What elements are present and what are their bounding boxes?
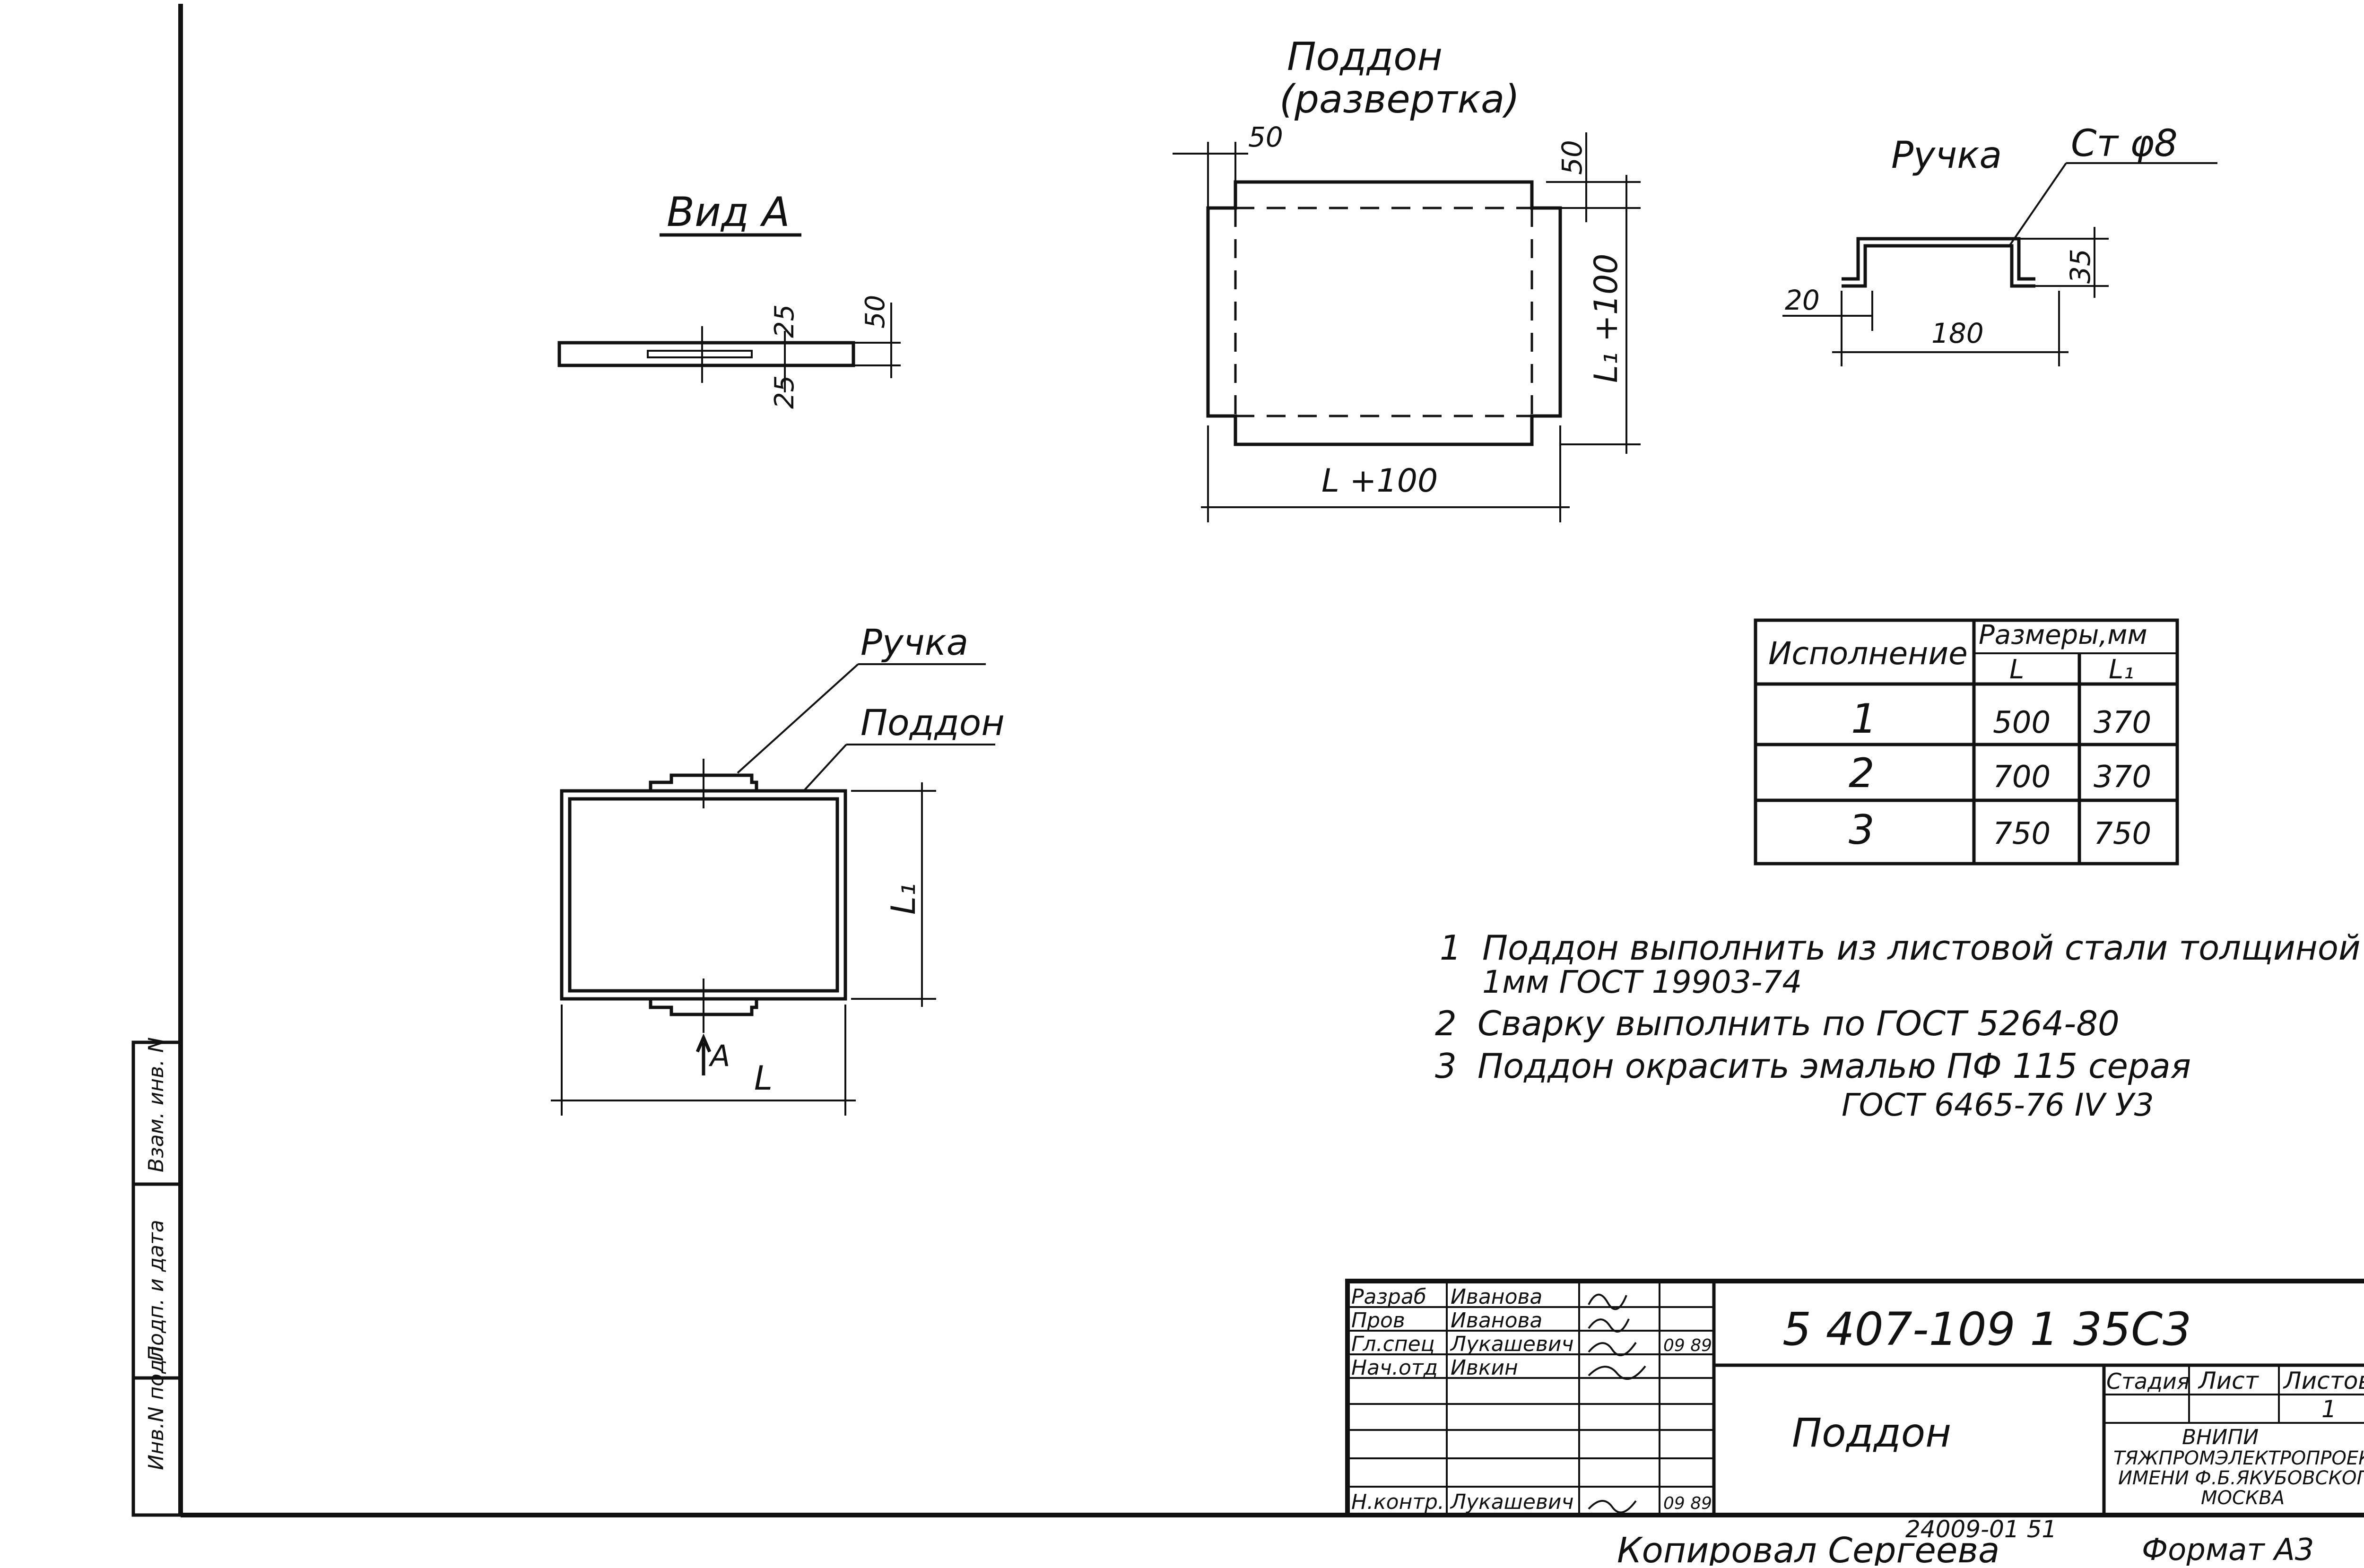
table-sub-l: L <box>2009 654 2024 685</box>
tb-org-line2: ТЯЖПРОМЭЛЕКТРОПРОЕКТ <box>2113 1447 2364 1469</box>
tb-name-1: Иванова <box>1451 1285 1542 1309</box>
view-a-dim-50: 50 <box>860 295 891 329</box>
technical-notes: 1 Поддон выполнить из листовой стали тол… <box>1435 928 2361 1123</box>
inventory-number: 24009-01 51 <box>1905 1516 2057 1543</box>
handle-detail: Ручка Ст φ8 35 20 180 <box>1782 122 2217 366</box>
note-2-number: 2 <box>1435 1004 1457 1043</box>
unfold-dim-height: L₁ +100 <box>1588 253 1625 383</box>
tb-name-3: Лукашевич <box>1450 1332 1574 1356</box>
copied-by: Копировал Сергеева <box>1617 1530 1999 1566</box>
signature-marks <box>1588 1293 1646 1514</box>
view-a-dim-25-bottom: 25 <box>769 375 800 409</box>
tb-sheets-label: Листов <box>2283 1367 2364 1395</box>
tb-drawing-name: Поддон <box>1792 1410 1951 1456</box>
tb-name-2: Иванова <box>1451 1308 1542 1333</box>
tb-date-7: 09 89 <box>1663 1494 1712 1513</box>
plan-dim-width: L <box>754 1059 773 1098</box>
table-row1-l1: 370 <box>2094 705 2151 740</box>
tb-sheet-label: Лист <box>2198 1367 2260 1395</box>
note-1-number: 1 <box>1440 928 1461 968</box>
tb-sheets-value: 1 <box>2321 1395 2337 1423</box>
note-2-text: Сварку выполнить по ГОСТ 5264-80 <box>1478 1004 2120 1043</box>
table-row3-l1: 750 <box>2094 816 2151 851</box>
note-1-line-b: 1мм ГОСТ 19903-74 <box>1482 964 1802 1000</box>
title-block: Разраб Иванова Пров Иванова Гл.спец Лука… <box>1345 1279 2364 1517</box>
tray-plan: Ручка Поддон L₁ L А <box>551 621 1005 1116</box>
table-row3-variant: 3 <box>1849 806 1875 854</box>
tb-role-7: Н.контр. <box>1351 1490 1444 1514</box>
tb-stage-label: Стадия <box>2106 1369 2190 1394</box>
handle-dim-height: 35 <box>2064 249 2096 284</box>
tb-name-4: Ивкин <box>1451 1356 1518 1380</box>
unfold-dim-right-top: 50 <box>1556 140 1588 175</box>
view-a-title: Вид А <box>667 189 790 236</box>
side-stamp-replace: Взам. инв. N <box>144 1037 168 1172</box>
sheet-format: Формат А3 <box>2142 1533 2314 1566</box>
tb-date-3: 09 89 <box>1663 1336 1712 1355</box>
side-stamp-sign: Подп. и дата <box>144 1220 168 1361</box>
table-row2-l: 700 <box>1993 760 2051 795</box>
plan-dim-height: L₁ <box>884 883 923 915</box>
handle-dim-left: 20 <box>1785 284 1820 316</box>
view-a-dim-25-top: 25 <box>769 304 800 338</box>
table-sub-l1: L₁ <box>2109 654 2134 685</box>
unfold-dim-top: 50 <box>1248 121 1283 153</box>
table-row2-variant: 2 <box>1849 750 1875 797</box>
handle-material: Ст φ8 <box>2071 122 2178 165</box>
side-stamp: Инв.N подл. Подп. и дата Взам. инв. N <box>131 1037 183 1517</box>
tb-name-7: Лукашевич <box>1450 1490 1574 1514</box>
handle-dim-width: 180 <box>1931 317 1984 349</box>
plan-label-handle: Ручка <box>860 621 968 663</box>
table-row3-l: 750 <box>1993 816 2051 851</box>
unfold-dim-width: L +100 <box>1321 462 1438 500</box>
dimensions-table: Исполнение Размеры,мм L L₁ 1 500 370 2 7… <box>1754 618 2179 866</box>
bottom-margin: 24009-01 51 Копировал Сергеева Формат А3 <box>1617 1516 2314 1568</box>
tb-role-1: Разраб <box>1351 1285 1426 1309</box>
table-row1-l: 500 <box>1993 705 2051 740</box>
side-stamp-inv: Инв.N подл. <box>144 1339 168 1470</box>
tb-drawing-code: 5 407-109 1 35С3 <box>1782 1303 2191 1356</box>
tb-role-4: Нач.отд <box>1351 1356 1438 1380</box>
tray-unfold: Поддон (развертка) 50 50 L₁ +100 L +100 <box>1173 35 1641 522</box>
table-row1-variant: 1 <box>1851 695 1877 743</box>
tb-org-line3: ИМЕНИ Ф.Б.ЯКУБОВСКОГО <box>2118 1467 2364 1489</box>
note-3-line-a: Поддон окрасить эмалью ПФ 115 серая <box>1478 1046 2191 1086</box>
tb-role-3: Гл.спец <box>1351 1332 1435 1356</box>
table-header-sizes: Размеры,мм <box>1979 620 2147 650</box>
unfold-title: Поддон <box>1287 35 1443 79</box>
table-row2-l1: 370 <box>2094 760 2151 795</box>
note-1-line-a: Поддон выполнить из листовой стали толщи… <box>1482 928 2361 968</box>
note-3-number: 3 <box>1435 1046 1457 1086</box>
tb-org-line4: МОСКВА <box>2201 1487 2285 1509</box>
plan-view-marker: А <box>708 1039 730 1073</box>
table-header-variant: Исполнение <box>1768 635 1968 672</box>
note-3-line-b: ГОСТ 6465-76 IV У3 <box>1842 1087 2154 1123</box>
handle-title: Ручка <box>1891 134 2002 177</box>
tb-role-2: Пров <box>1351 1308 1405 1333</box>
tb-org-line1: ВНИПИ <box>2182 1425 2259 1449</box>
view-a: Вид А 25 25 50 <box>557 189 901 409</box>
unfold-subtitle: (развертка) <box>1279 77 1520 122</box>
plan-label-tray: Поддон <box>860 702 1005 744</box>
